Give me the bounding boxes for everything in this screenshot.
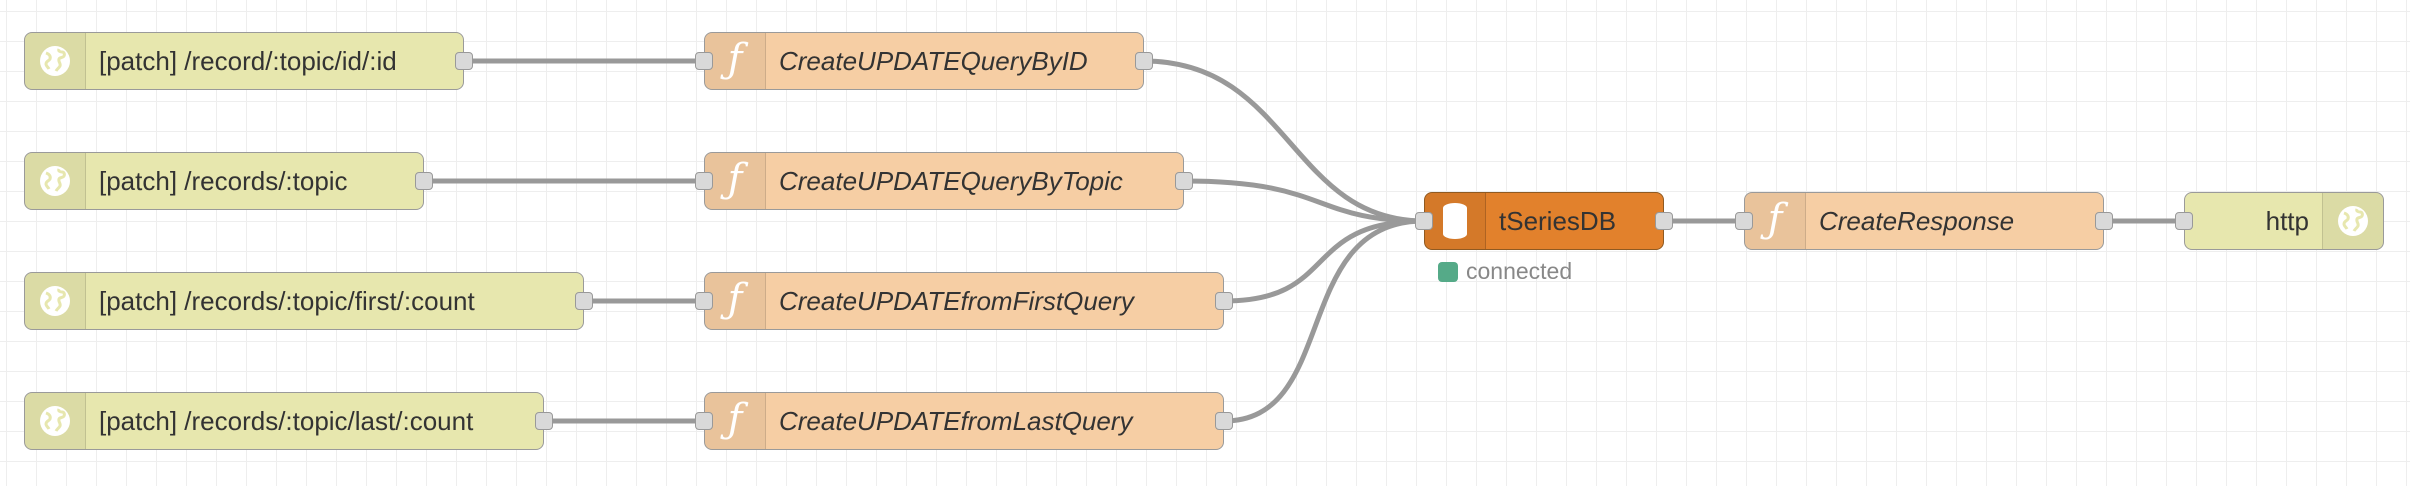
status-text: connected <box>1466 258 1573 284</box>
input-port[interactable] <box>695 292 713 310</box>
function-icon: ƒ <box>705 393 766 449</box>
node-label: http <box>2265 205 2309 236</box>
wire-f1-db[interactable] <box>1143 58 1425 224</box>
globe-icon <box>25 153 86 209</box>
function-icon: ƒ <box>705 33 766 89</box>
output-port[interactable] <box>535 412 553 430</box>
function-icon: ƒ <box>705 273 766 329</box>
node-label: CreateUPDATEfromFirstQuery <box>779 285 1134 316</box>
output-port[interactable] <box>2095 212 2113 230</box>
function-node-from-last-query[interactable]: ƒ CreateUPDATEfromLastQuery <box>695 392 1233 450</box>
wire-f3-db[interactable] <box>1223 218 1425 304</box>
function-node-from-first-query[interactable]: ƒ CreateUPDATEfromFirstQuery <box>695 272 1233 330</box>
node-label: CreateUPDATEQueryByID <box>779 45 1088 76</box>
node-label: [patch] /records/:topic <box>99 165 348 196</box>
output-port[interactable] <box>455 52 473 70</box>
node-label: CreateResponse <box>1819 205 2015 236</box>
node-label: CreateUPDATEfromLastQuery <box>779 405 1133 436</box>
globe-icon <box>25 393 86 449</box>
globe-icon <box>25 273 86 329</box>
input-port[interactable] <box>1415 212 1433 230</box>
output-port[interactable] <box>1175 172 1193 190</box>
database-icon <box>1425 193 1486 249</box>
input-port[interactable] <box>695 52 713 70</box>
input-port[interactable] <box>695 412 713 430</box>
status-dot-icon <box>1438 261 1458 282</box>
wire-f4-db[interactable] <box>1223 218 1425 424</box>
http-response-node[interactable]: http <box>2175 192 2384 250</box>
node-label: [patch] /records/:topic/first/:count <box>99 285 475 316</box>
globe-icon <box>2322 193 2383 249</box>
input-port[interactable] <box>695 172 713 190</box>
http-in-node-records-topic[interactable]: [patch] /records/:topic <box>24 152 433 210</box>
output-port[interactable] <box>575 292 593 310</box>
node-label: [patch] /record/:topic/id/:id <box>99 45 397 76</box>
input-port[interactable] <box>1735 212 1753 230</box>
node-label: CreateUPDATEQueryByTopic <box>779 165 1123 196</box>
http-in-node-records-first[interactable]: [patch] /records/:topic/first/:count <box>24 272 593 330</box>
output-port[interactable] <box>1215 292 1233 310</box>
wire-f2-db[interactable] <box>1183 178 1425 224</box>
function-icon: ƒ <box>1745 193 1806 249</box>
node-status: connected <box>1438 258 1572 285</box>
function-icon: ƒ <box>705 153 766 209</box>
output-port[interactable] <box>1135 52 1153 70</box>
function-node-create-response[interactable]: ƒ CreateResponse <box>1735 192 2113 250</box>
function-node-query-by-id[interactable]: ƒ CreateUPDATEQueryByID <box>695 32 1153 90</box>
node-label: tSeriesDB <box>1499 205 1617 236</box>
function-node-query-by-topic[interactable]: ƒ CreateUPDATEQueryByTopic <box>695 152 1193 210</box>
output-port[interactable] <box>415 172 433 190</box>
output-port[interactable] <box>1215 412 1233 430</box>
database-node-tseriesdb[interactable]: tSeriesDB <box>1415 192 1673 250</box>
input-port[interactable] <box>2175 212 2193 230</box>
globe-icon <box>25 33 86 89</box>
node-label: [patch] /records/:topic/last/:count <box>99 405 474 436</box>
http-in-node-records-last[interactable]: [patch] /records/:topic/last/:count <box>24 392 553 450</box>
output-port[interactable] <box>1655 212 1673 230</box>
http-in-node-record-id[interactable]: [patch] /record/:topic/id/:id <box>24 32 473 90</box>
